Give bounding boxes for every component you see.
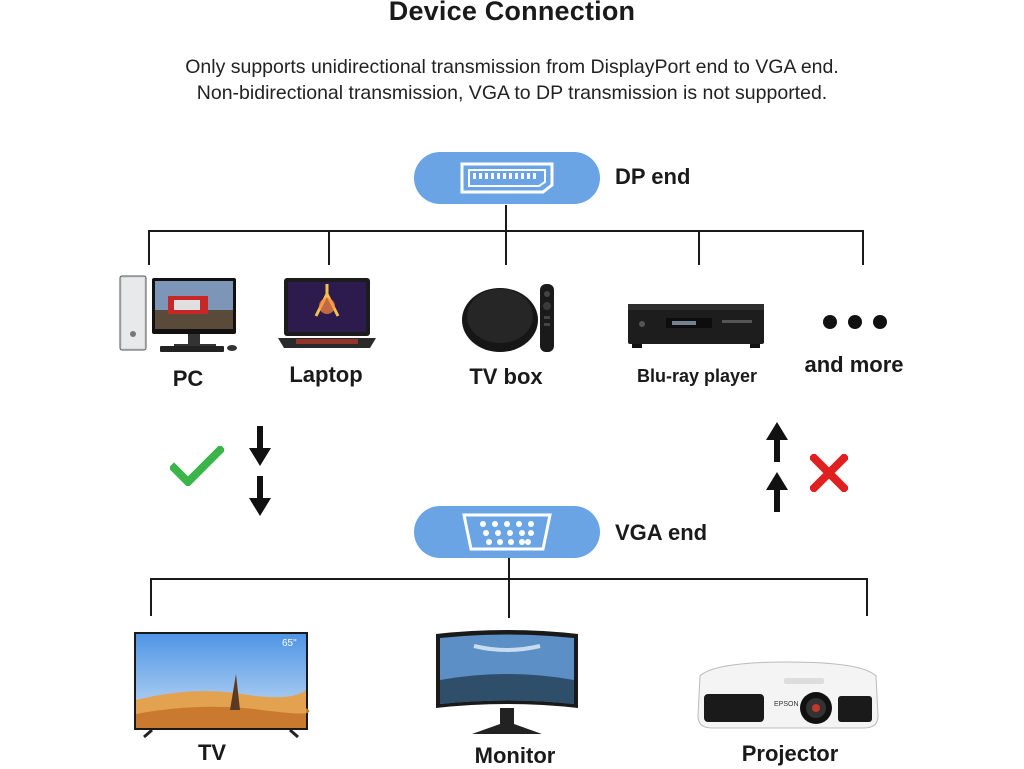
tv-box-icon	[458, 280, 558, 354]
source-label-tvbox: TV box	[446, 364, 566, 390]
vga-bracket-drop-projector	[866, 578, 868, 616]
target-label-monitor: Monitor	[450, 743, 580, 769]
cross-icon	[810, 454, 848, 492]
page-title: Device Connection	[0, 0, 1024, 27]
dp-bracket-drop-bluray	[698, 230, 700, 265]
subtitle-line-1: Only supports unidirectional transmissio…	[0, 56, 1024, 79]
arrow-up-icon	[766, 422, 788, 462]
subtitle-line-2: Non-bidirectional transmission, VGA to D…	[0, 82, 1024, 105]
desktop-pc-icon	[118, 274, 244, 354]
dp-bracket-drop-pc	[148, 230, 150, 265]
target-label-projector: Projector	[710, 741, 870, 767]
projector-brand: EPSON	[774, 701, 799, 708]
laptop-icon	[276, 276, 378, 352]
source-label-pc: PC	[148, 366, 228, 392]
source-label-more: and more	[784, 352, 924, 378]
vga-end-pill	[414, 506, 600, 558]
dp-end-pill	[414, 152, 600, 204]
dp-bracket-stem	[505, 205, 507, 231]
checkmark-icon	[170, 446, 224, 486]
dp-bracket-drop-tvbox	[505, 230, 507, 265]
target-label-tv: TV	[172, 740, 252, 766]
tv-size-badge: 65"	[282, 638, 297, 649]
projector-icon: EPSON	[694, 656, 882, 736]
tv-icon: 65"	[132, 630, 310, 738]
arrow-down-icon	[249, 476, 271, 516]
monitor-icon	[434, 628, 580, 740]
arrow-up-icon	[766, 472, 788, 512]
dp-bracket-drop-laptop	[328, 230, 330, 265]
source-label-bluray: Blu-ray player	[612, 366, 782, 387]
bluray-player-icon	[626, 300, 766, 352]
vga-end-label: VGA end	[615, 520, 707, 546]
dp-end-label: DP end	[615, 164, 690, 190]
arrow-down-icon	[249, 426, 271, 466]
vga-bracket-drop-tv	[150, 578, 152, 616]
dp-bracket-drop-more	[862, 230, 864, 265]
more-dots-icon	[822, 313, 888, 331]
displayport-connector-icon	[459, 161, 555, 195]
vga-connector-icon	[461, 512, 553, 552]
vga-bracket-stem	[508, 558, 510, 618]
source-label-laptop: Laptop	[266, 362, 386, 388]
